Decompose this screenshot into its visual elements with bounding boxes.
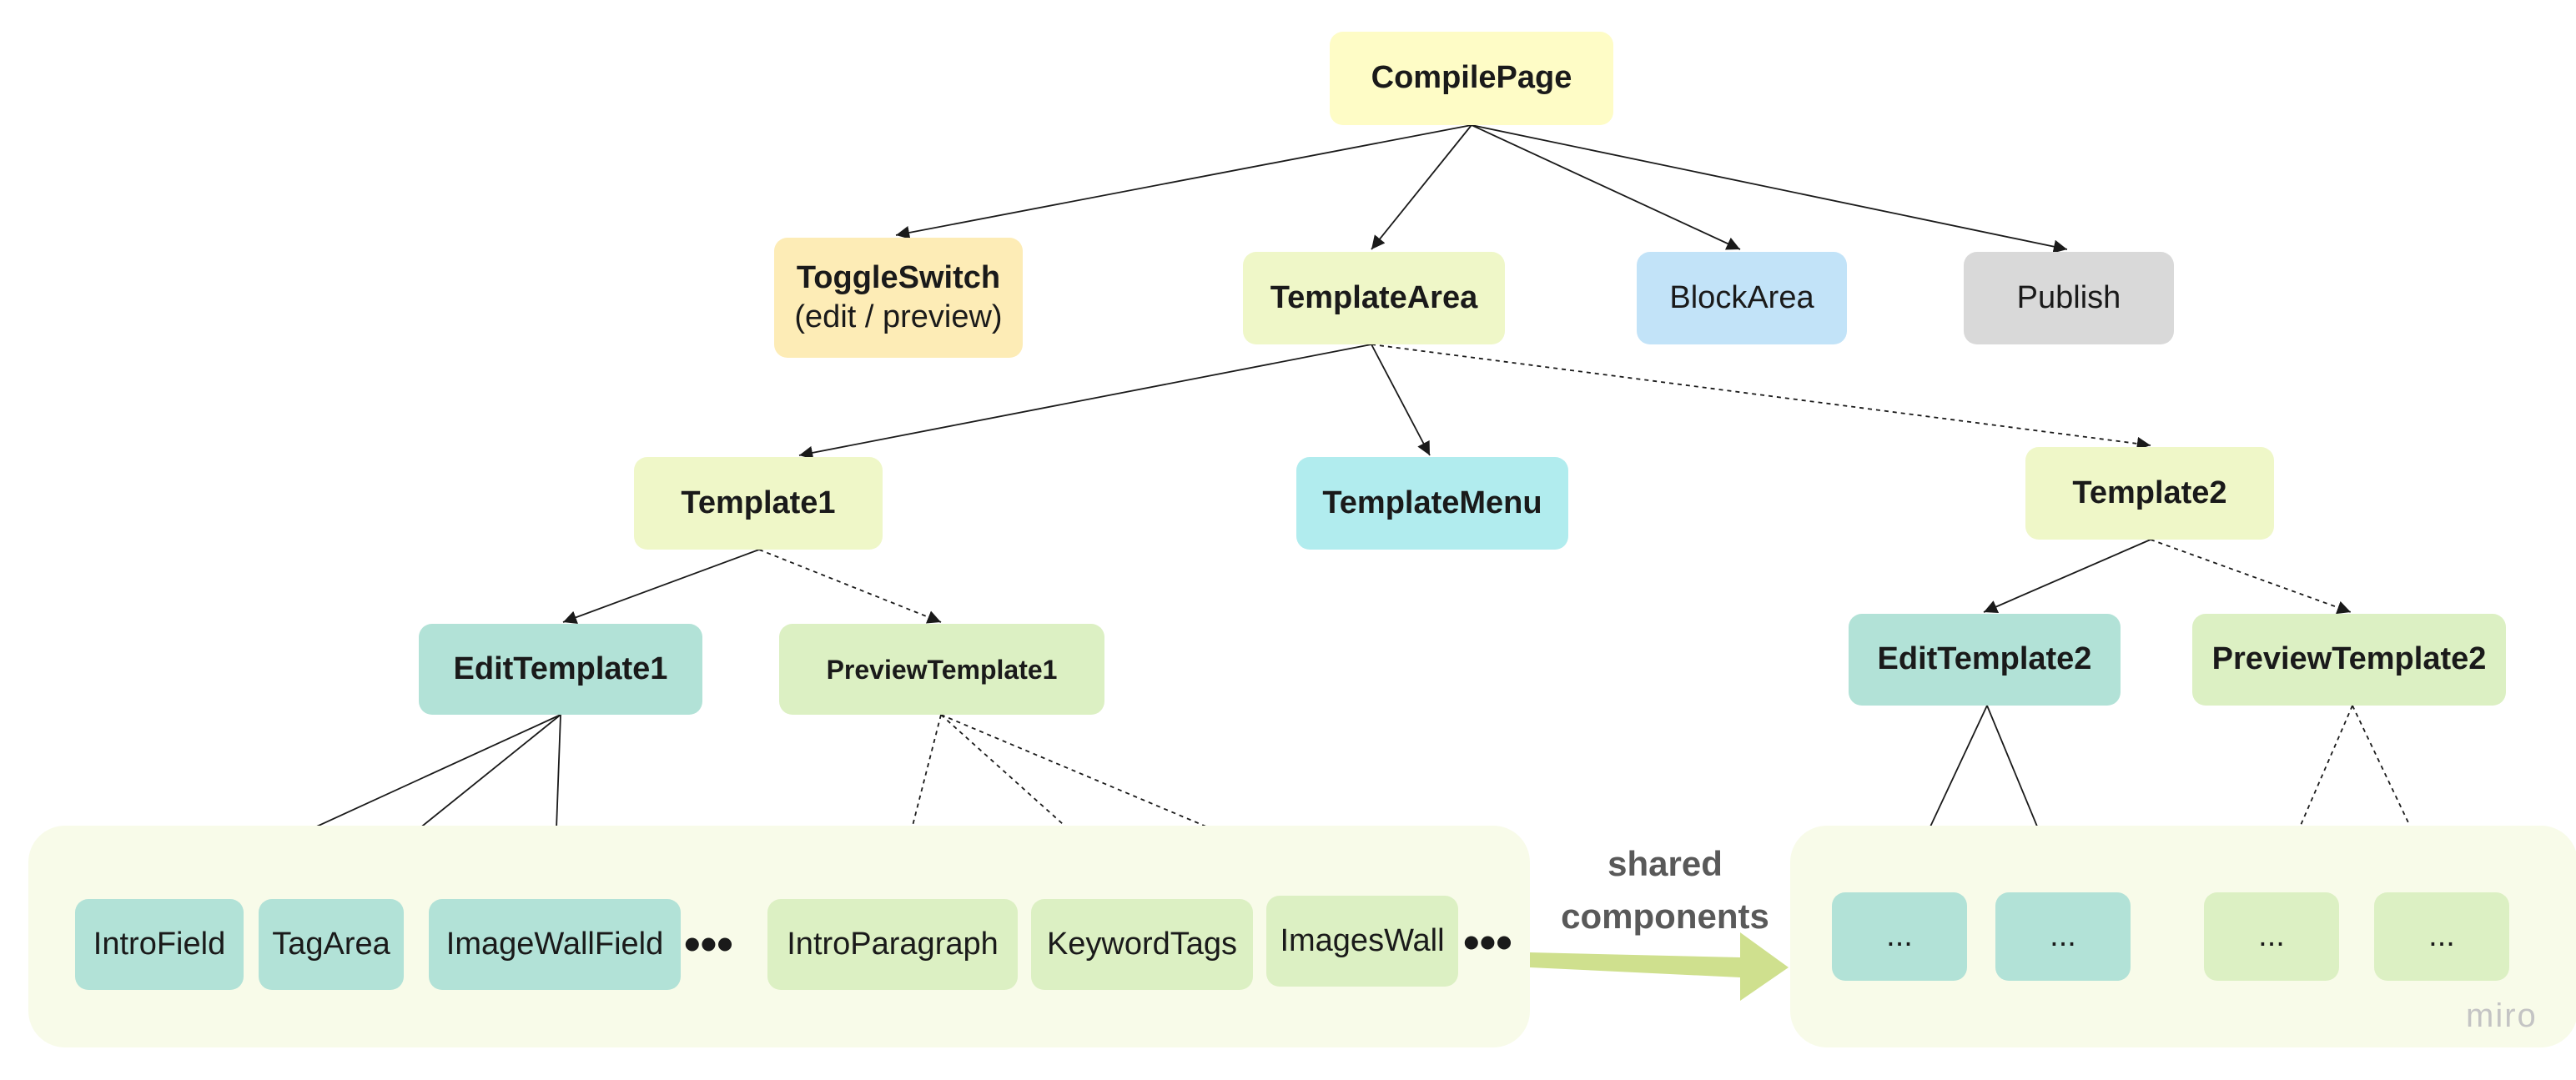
node-placeholder-edit-b-label: ...: [2050, 918, 2076, 954]
node-template1-label: Template1: [681, 485, 836, 520]
node-preview-template1-label: PreviewTemplate1: [826, 654, 1058, 685]
node-toggle-switch-sublabel: (edit / preview): [794, 299, 1003, 334]
node-template-menu[interactable]: TemplateMenu: [1296, 457, 1568, 550]
node-tag-area-label: TagArea: [272, 926, 390, 962]
edge-compile-blockarea: [1471, 124, 1741, 250]
shared-components-arrow: [1530, 932, 1789, 1001]
ellipsis-preview-components: •••: [1463, 916, 1512, 968]
node-images-wall-label: ImagesWall: [1280, 922, 1445, 958]
node-placeholder-edit-a-label: ...: [1886, 918, 1913, 954]
node-images-wall[interactable]: ImagesWall: [1266, 896, 1458, 987]
node-keyword-tags-label: KeywordTags: [1046, 926, 1238, 962]
edge-template2-edit2: [1983, 539, 2151, 613]
edge-template1-edit1: [562, 549, 760, 624]
node-template2[interactable]: Template2: [2025, 447, 2274, 540]
node-placeholder-edit-a[interactable]: ...: [1832, 892, 1967, 981]
node-edit-template2-label: EditTemplate2: [1877, 641, 2092, 677]
ellipsis-edit-components: •••: [684, 917, 733, 970]
edge-preview2-placeholder4: [2352, 705, 2442, 892]
node-edit-template1-label: EditTemplate1: [453, 651, 668, 686]
node-publish[interactable]: Publish: [1964, 252, 2174, 344]
node-placeholder-preview-a-label: ...: [2258, 918, 2285, 954]
node-toggle-switch-label: ToggleSwitch: [796, 259, 1001, 295]
edge-compile-toggle: [895, 124, 1472, 239]
node-placeholder-edit-b[interactable]: ...: [1995, 892, 2131, 981]
node-placeholder-preview-b-label: ...: [2428, 918, 2455, 954]
node-edit-template1[interactable]: EditTemplate1: [419, 624, 702, 715]
edge-preview1-introparagraph: [891, 714, 942, 898]
node-template-menu-label: TemplateMenu: [1322, 485, 1542, 520]
node-tag-area[interactable]: TagArea: [259, 899, 404, 990]
edge-compile-templatearea: [1371, 124, 1472, 250]
edge-templatearea-template2: [1371, 344, 2151, 450]
node-block-area-label: BlockArea: [1669, 279, 1814, 315]
node-template-area-label: TemplateArea: [1270, 279, 1478, 315]
shared-label-line1: shared: [1607, 844, 1723, 883]
node-toggle-switch[interactable]: ToggleSwitch (edit / preview): [774, 238, 1023, 358]
node-placeholder-preview-a[interactable]: ...: [2204, 892, 2339, 981]
node-template2-label: Template2: [2072, 475, 2227, 510]
miro-watermark: miro: [2466, 997, 2538, 1034]
shared-label-line2: components: [1561, 897, 1769, 936]
node-intro-field-label: IntroField: [93, 926, 226, 962]
node-template-area[interactable]: TemplateArea: [1243, 252, 1505, 344]
node-edit-template2[interactable]: EditTemplate2: [1849, 614, 2121, 706]
node-image-wall-field[interactable]: ImageWallField: [429, 899, 681, 990]
node-template1[interactable]: Template1: [634, 457, 883, 550]
node-image-wall-field-label: ImageWallField: [445, 926, 664, 962]
shared-components-label: shared components: [1540, 837, 1790, 942]
node-compile-page-label: CompilePage: [1371, 60, 1572, 96]
node-publish-label: Publish: [2016, 279, 2121, 315]
node-compile-page[interactable]: CompilePage: [1330, 32, 1613, 125]
edge-template1-preview1: [758, 549, 942, 624]
node-preview-template2-label: PreviewTemplate2: [2211, 641, 2487, 677]
node-preview-template1[interactable]: PreviewTemplate1: [779, 624, 1104, 715]
node-intro-paragraph-label: IntroParagraph: [787, 926, 999, 962]
node-preview-template2[interactable]: PreviewTemplate2: [2192, 614, 2506, 706]
node-keyword-tags[interactable]: KeywordTags: [1031, 899, 1253, 990]
edge-templatearea-templatemenu: [1371, 344, 1431, 456]
node-placeholder-preview-b[interactable]: ...: [2374, 892, 2509, 981]
node-intro-field[interactable]: IntroField: [75, 899, 244, 990]
node-block-area[interactable]: BlockArea: [1637, 252, 1847, 344]
node-intro-paragraph[interactable]: IntroParagraph: [767, 899, 1018, 990]
edge-template2-preview2: [2150, 539, 2352, 615]
edge-templatearea-template1: [798, 344, 1372, 460]
edge-compile-publish: [1471, 124, 2068, 254]
